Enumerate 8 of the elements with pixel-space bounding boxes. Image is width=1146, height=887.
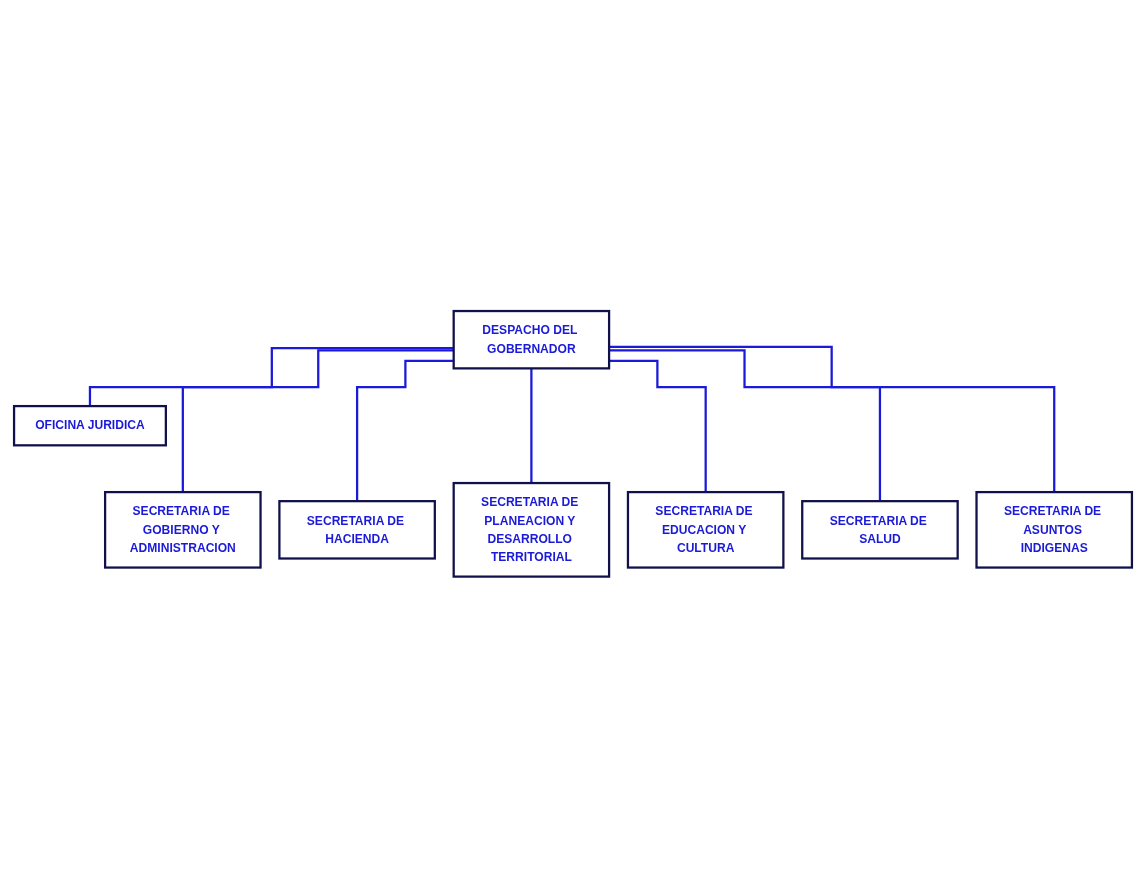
node-box: DESPACHO DEL GOBERNADOR [452, 309, 611, 370]
node-box: SECRETARIA DE PLANEACION Y DESARROLLO TERRITORIAL [452, 481, 611, 578]
node-box: SECRETARIA DE SALUD [801, 499, 959, 560]
node-box: OFICINA JURIDICA [12, 404, 167, 447]
node-box: SECRETARIA DE EDUCACION Y CULTURA [626, 490, 785, 569]
node-box: SECRETARIA DE ASUNTOS INDIGENAS [975, 490, 1134, 569]
node-box: SECRETARIA DE HACIENDA [278, 499, 436, 560]
node-box: SECRETARIA DE GOBIERNO Y ADMINISTRACION [104, 490, 262, 569]
